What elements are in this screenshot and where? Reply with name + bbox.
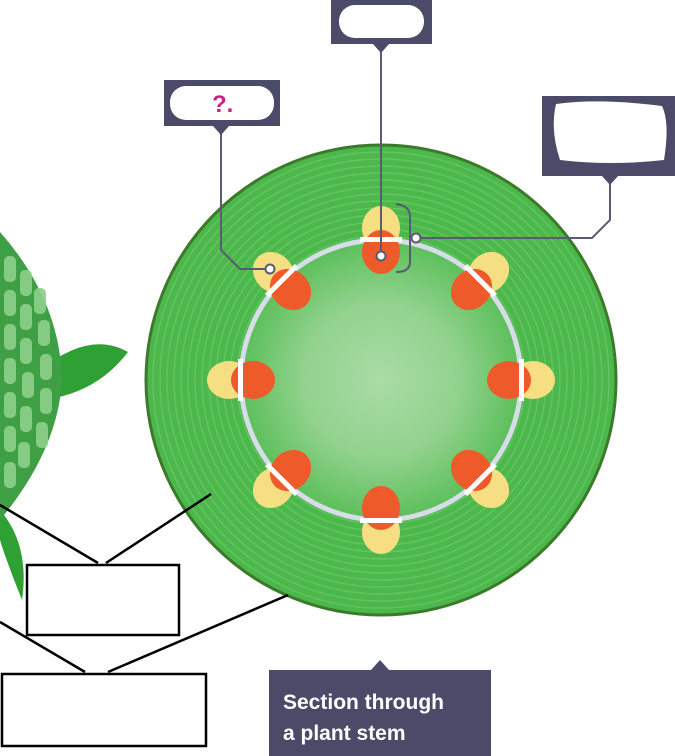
leader-point-bundle xyxy=(410,232,422,244)
answer-leader-lines xyxy=(0,492,289,674)
answer-box-cortex[interactable] xyxy=(0,672,208,748)
pith xyxy=(241,240,521,520)
label-bundle-blank xyxy=(553,101,667,163)
leaf-detail xyxy=(0,232,128,600)
label-phloem-blank xyxy=(170,86,274,120)
epidermis-cells xyxy=(4,256,52,488)
caption-box: Section through a plant stem xyxy=(269,660,491,756)
vascular-bundle-left xyxy=(207,359,275,401)
caption-line-1: Section through xyxy=(283,691,444,714)
caption-line-2: a plant stem xyxy=(283,722,406,745)
leader-lines xyxy=(220,42,611,273)
leader-point-phloem xyxy=(264,263,276,275)
leaf-blade xyxy=(40,344,128,400)
bundle-bracket xyxy=(395,203,411,273)
vascular-bundle-bottom xyxy=(360,486,402,554)
label-top-blank xyxy=(339,5,424,38)
stem-section xyxy=(144,143,618,617)
leader-point-xylem xyxy=(375,250,387,262)
leader-points xyxy=(264,232,422,275)
vascular-bundle-bottom-left xyxy=(252,449,312,509)
leader-bundle-label xyxy=(416,176,611,239)
leaf-blade-lower xyxy=(0,510,24,600)
vascular-bundle-right xyxy=(487,359,555,401)
label-top-box[interactable] xyxy=(331,0,432,53)
leader-phloem-label xyxy=(220,126,270,270)
vascular-bundle-bottom-right xyxy=(450,449,510,509)
label-bundle-box[interactable] xyxy=(542,96,675,185)
vascular-bundle-top-right xyxy=(450,251,510,311)
phloem-question-mark: ?. xyxy=(212,91,233,118)
label-phloem-box[interactable]: ?. xyxy=(164,80,280,135)
answer-box-epidermis[interactable] xyxy=(25,563,181,637)
